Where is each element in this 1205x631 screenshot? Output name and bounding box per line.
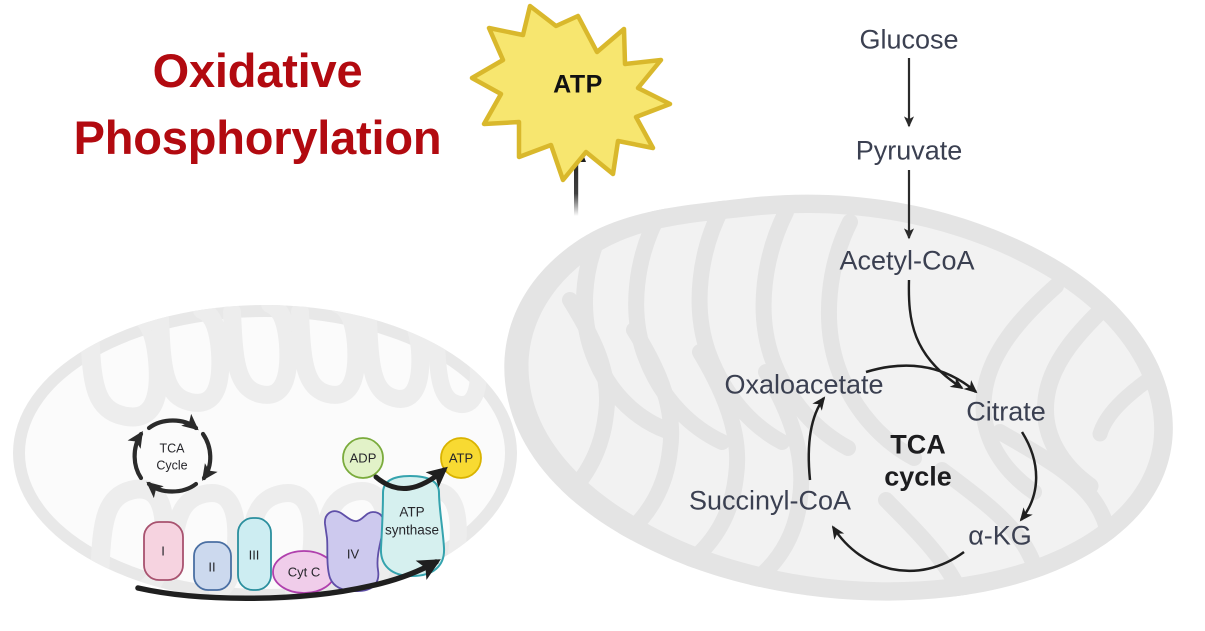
arrow-adp-to-atp [373,466,448,492]
tca-cycle-center-line-1: TCA [890,429,946,460]
adp-molecule-label: ADP [349,450,377,466]
complex-i-shape[interactable] [143,521,184,581]
atp-synthase-shape[interactable] [379,474,446,578]
page-title-line-2: Phosphorylation [73,110,442,164]
tca-badge-arc-right [200,431,218,481]
complex-iv-label: IV [346,546,360,562]
tca-badge-arc-left [127,431,144,481]
complex-ii-shape[interactable] [193,541,232,591]
atp-arrow-shaft [574,150,579,216]
electron-transport-flow-arrow [135,559,441,601]
complex-iii-label: III [248,547,260,563]
arrow-succinylcoa-to-oxaloacetate [807,396,826,481]
tca-badge-arrows [127,413,218,499]
arrow-oxaloacetate-to-citrate [865,364,978,394]
page-title: Oxidative Phosphorylation [20,38,495,171]
atp-burst-group [469,3,673,216]
atp-synthase-label-line-2: synthase [384,522,440,538]
complex-iii-shape[interactable] [237,517,272,591]
tca-cycle-center-line-2: cycle [884,461,952,492]
label-citrate: Citrate [966,396,1046,427]
arrow-akg-to-succinylcoa [831,525,965,573]
tca-badge-line-1: TCA [159,441,185,456]
page-title-line-1: Oxidative [152,44,363,97]
label-pyruvate: Pyruvate [855,135,963,166]
label-glucose: Glucose [859,24,959,55]
large-mito-cristae [558,200,1156,601]
adp-molecule-shape[interactable] [342,437,384,479]
label-alpha-kg: α-KG [968,520,1032,551]
cyt-c-label: Cyt C [287,564,321,580]
label-succinyl-coa: Succinyl-CoA [688,485,852,516]
tca-badge-arc-top [146,413,199,431]
complex-i-label: I [161,543,165,559]
atp-starburst-shape [469,3,673,183]
atp-molecule-label: ATP [448,450,474,466]
complex-ii-label: II [208,559,216,575]
large-mito-matrix [528,212,1155,583]
atp-molecule-shape[interactable] [440,437,482,479]
etc-complex-shapes[interactable] [143,437,482,594]
tca-badge-arc-bottom [146,481,199,499]
arrow-citrate-to-akg [1019,431,1038,522]
arrow-acetylcoa-to-citrate [907,279,964,390]
tca-badge-line-2: Cycle [156,458,188,473]
label-acetyl-coa: Acetyl-CoA [839,245,975,276]
glycolysis-arrows [903,58,964,390]
atp-synthase-label-line-1: ATP [399,504,425,520]
label-oxaloacetate: Oxaloacetate [724,369,884,400]
atp-burst-label: ATP [553,70,603,99]
tca-cycle-arrows [807,364,1038,573]
mitochondrion-large [504,194,1173,601]
